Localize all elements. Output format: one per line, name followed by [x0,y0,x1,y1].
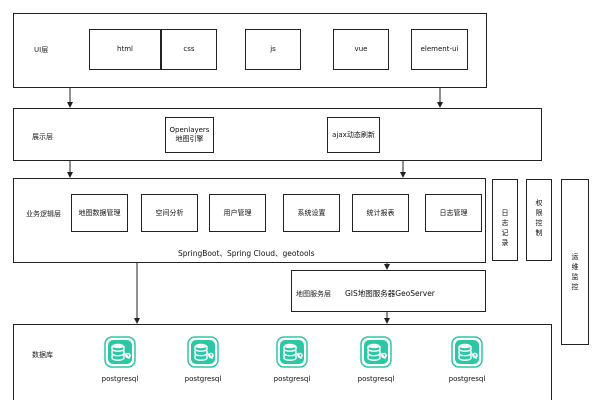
business-item-system-settings: 系统设置 [283,194,340,232]
database-icon [276,336,308,368]
map-service-label: 地图服务层 [296,290,331,298]
permission-panel [526,179,552,261]
ops-monitor-text: 运维监控 [571,253,579,291]
display-layer-label: 展示层 [32,133,53,141]
business-item-user-mgmt: 用户管理 [209,194,266,232]
database-label: postgresql [101,375,139,383]
business-item-map-data: 地图数据管理 [71,194,128,232]
database-label: postgresql [273,375,311,383]
database-icon [451,336,483,368]
ajax-box: ajax动态刷新 [327,117,380,153]
openlayers-subtitle: 地图引擎 [175,135,204,143]
database-label: postgresql [184,375,222,383]
log-record-text: 日志记录 [501,209,509,247]
database-layer-label: 数据库 [32,351,53,359]
database-item: postgresql [95,336,145,383]
ui-layer-label: UI层 [34,46,49,54]
map-service-box [291,270,486,312]
geoserver-label: GIS地图服务器GeoServer [345,289,435,298]
business-item-spatial-analysis: 空间分析 [141,194,198,232]
database-icon [104,336,136,368]
openlayers-box: Openlayers 地图引擎 [165,117,214,153]
business-item-log-mgmt: 日志管理 [425,194,482,232]
ui-item-js: js [245,29,301,70]
display-layer-box [13,108,542,161]
business-item-statistics: 统计报表 [352,194,409,232]
ui-item-css: css [161,29,217,70]
database-label: postgresql [448,375,486,383]
ui-item-html: html [89,29,161,70]
database-label: postgresql [357,375,395,383]
permission-text: 权限控制 [535,199,543,237]
database-icon [360,336,392,368]
database-item: postgresql [178,336,228,383]
database-item: postgresql [267,336,317,383]
database-item: postgresql [351,336,401,383]
log-record-panel [492,179,518,261]
business-frameworks: SpringBoot、Spring Cloud、geotools [178,249,315,258]
ops-monitor-panel [561,179,589,345]
business-layer-label: 业务逻辑层 [26,210,61,218]
openlayers-title: Openlayers [169,126,210,134]
ui-item-vue: vue [333,29,389,70]
ui-item-element-ui: element-ui [411,29,468,70]
database-icon [187,336,219,368]
database-item: postgresql [442,336,492,383]
